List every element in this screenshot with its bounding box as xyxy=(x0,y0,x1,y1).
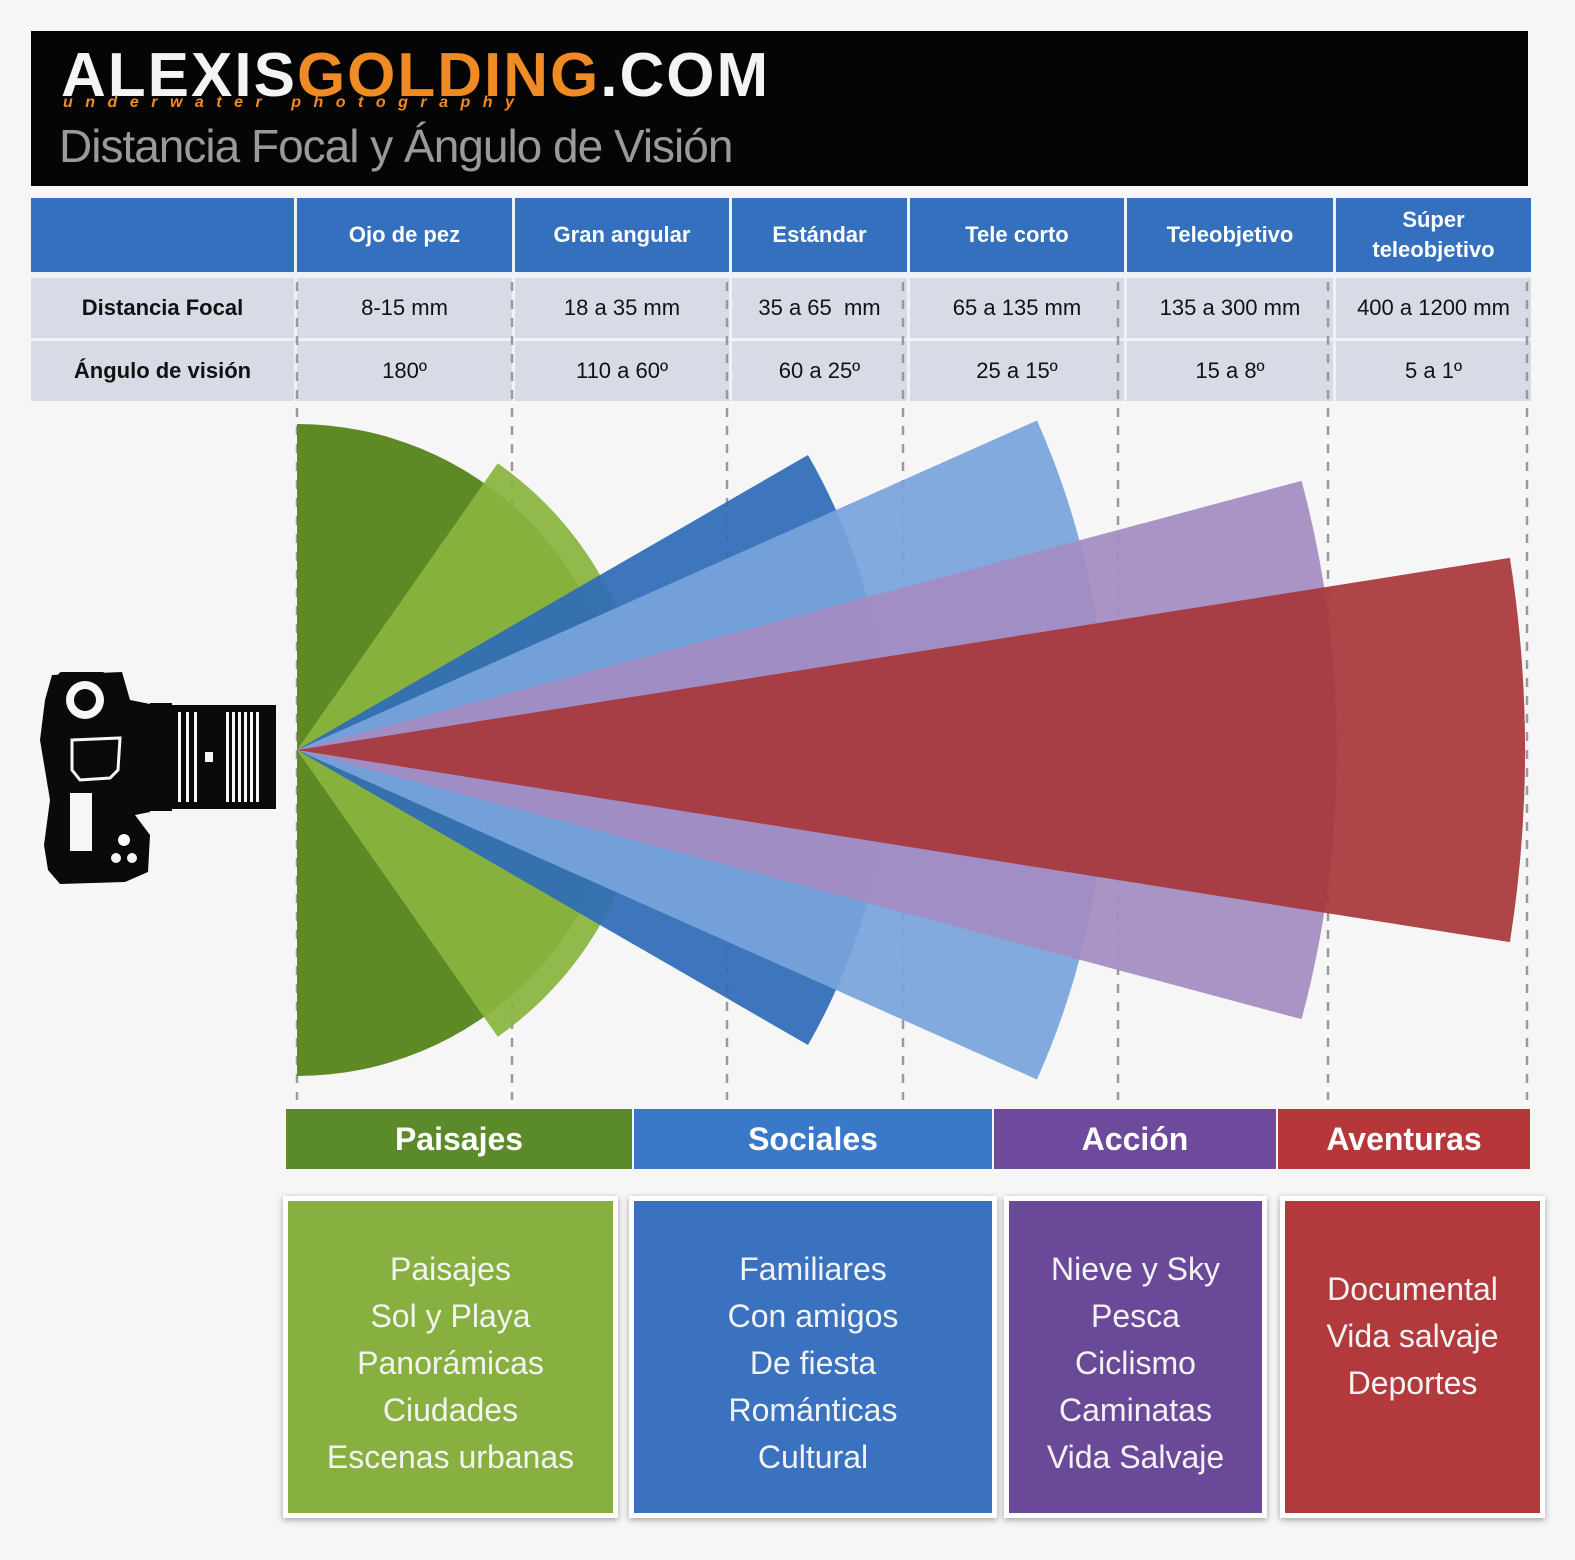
use-case-item: Documental xyxy=(1327,1271,1498,1307)
use-case-item: Panorámicas xyxy=(357,1345,544,1381)
table-cell: 5 a 1º xyxy=(1336,338,1531,401)
table-cell: 8-15 mm xyxy=(297,272,515,338)
table-cell: 110 a 60º xyxy=(515,338,732,401)
logo-text-orange: GOLDING xyxy=(296,41,601,110)
use-case-item: Ciclismo xyxy=(1075,1345,1196,1381)
use-case-item: Deportes xyxy=(1347,1365,1478,1401)
table-cell: 400 a 1200 mm xyxy=(1336,272,1531,338)
column-header-telephoto: Teleobjetivo xyxy=(1127,198,1336,272)
use-case-item: Caminatas xyxy=(1059,1392,1212,1428)
table-cell: 18 a 35 mm xyxy=(515,272,732,338)
site-logo[interactable]: ALEXISGOLDING.COM xyxy=(61,45,770,107)
table-corner-cell xyxy=(31,198,297,272)
column-header-standard: Estándar xyxy=(732,198,910,272)
use-case-item: Con amigos xyxy=(727,1298,899,1334)
column-header-short-tele: Tele corto xyxy=(910,198,1127,272)
use-case-item: Paisajes xyxy=(390,1251,511,1287)
use-case-item: De fiesta xyxy=(749,1345,877,1381)
focal-length-table: Ojo de pez Gran angular Estándar Tele co… xyxy=(31,198,1531,401)
table-cell: 25 a 15º xyxy=(910,338,1127,401)
table-header-row: Ojo de pez Gran angular Estándar Tele co… xyxy=(31,198,1531,272)
table-cell: 15 a 8º xyxy=(1127,338,1336,401)
row-label-view-angle: Ángulo de visión xyxy=(31,338,297,401)
column-header-fisheye: Ojo de pez xyxy=(297,198,515,272)
use-case-item: Románticas xyxy=(728,1392,898,1428)
use-case-item: Familiares xyxy=(739,1251,887,1287)
use-case-item: Nieve y Sky xyxy=(1051,1251,1220,1287)
column-header-wide-angle: Gran angular xyxy=(515,198,732,272)
table-cell: 180º xyxy=(297,338,515,401)
category-action-header: Acción xyxy=(994,1109,1276,1169)
column-header-super-telephoto: Súper teleobjetivo xyxy=(1336,198,1531,272)
view-angle-fans xyxy=(297,420,1525,1080)
logo-text-domain: .COM xyxy=(600,41,771,110)
view-angle-fan-5 xyxy=(297,557,1525,943)
category-adventure-header: Aventuras xyxy=(1278,1109,1530,1169)
table-cell: 135 a 300 mm xyxy=(1127,272,1336,338)
use-case-item: Sol y Playa xyxy=(370,1298,531,1334)
table-cell: 35 a 65 mm xyxy=(732,272,910,338)
table-cell: 65 a 135 mm xyxy=(910,272,1127,338)
table-cell: 60 a 25º xyxy=(732,338,910,401)
page-title: Distancia Focal y Ángulo de Visión xyxy=(59,120,733,172)
table-row-view-angle: Ángulo de visión 180º 110 a 60º 60 a 25º… xyxy=(31,338,1531,401)
use-case-item: Vida Salvaje xyxy=(1046,1439,1225,1475)
logo-tagline: underwater photography xyxy=(63,94,527,111)
category-landscape-header: Paisajes xyxy=(286,1109,632,1169)
row-label-focal-length: Distancia Focal xyxy=(31,272,297,338)
table-row-focal-length: Distancia Focal 8-15 mm 18 a 35 mm 35 a … xyxy=(31,272,1531,338)
use-case-item: Cultural xyxy=(757,1439,869,1475)
camera-icon xyxy=(40,672,276,884)
logo-text-white: ALEXIS xyxy=(61,41,297,110)
use-case-item: Escenas urbanas xyxy=(326,1439,575,1475)
category-social-header: Sociales xyxy=(634,1109,992,1169)
header-banner: ALEXISGOLDING.COM underwater photography… xyxy=(31,31,1528,186)
use-case-item: Ciudades xyxy=(382,1392,519,1428)
use-case-item: Pesca xyxy=(1091,1298,1180,1334)
use-case-item: Vida salvaje xyxy=(1326,1318,1499,1354)
